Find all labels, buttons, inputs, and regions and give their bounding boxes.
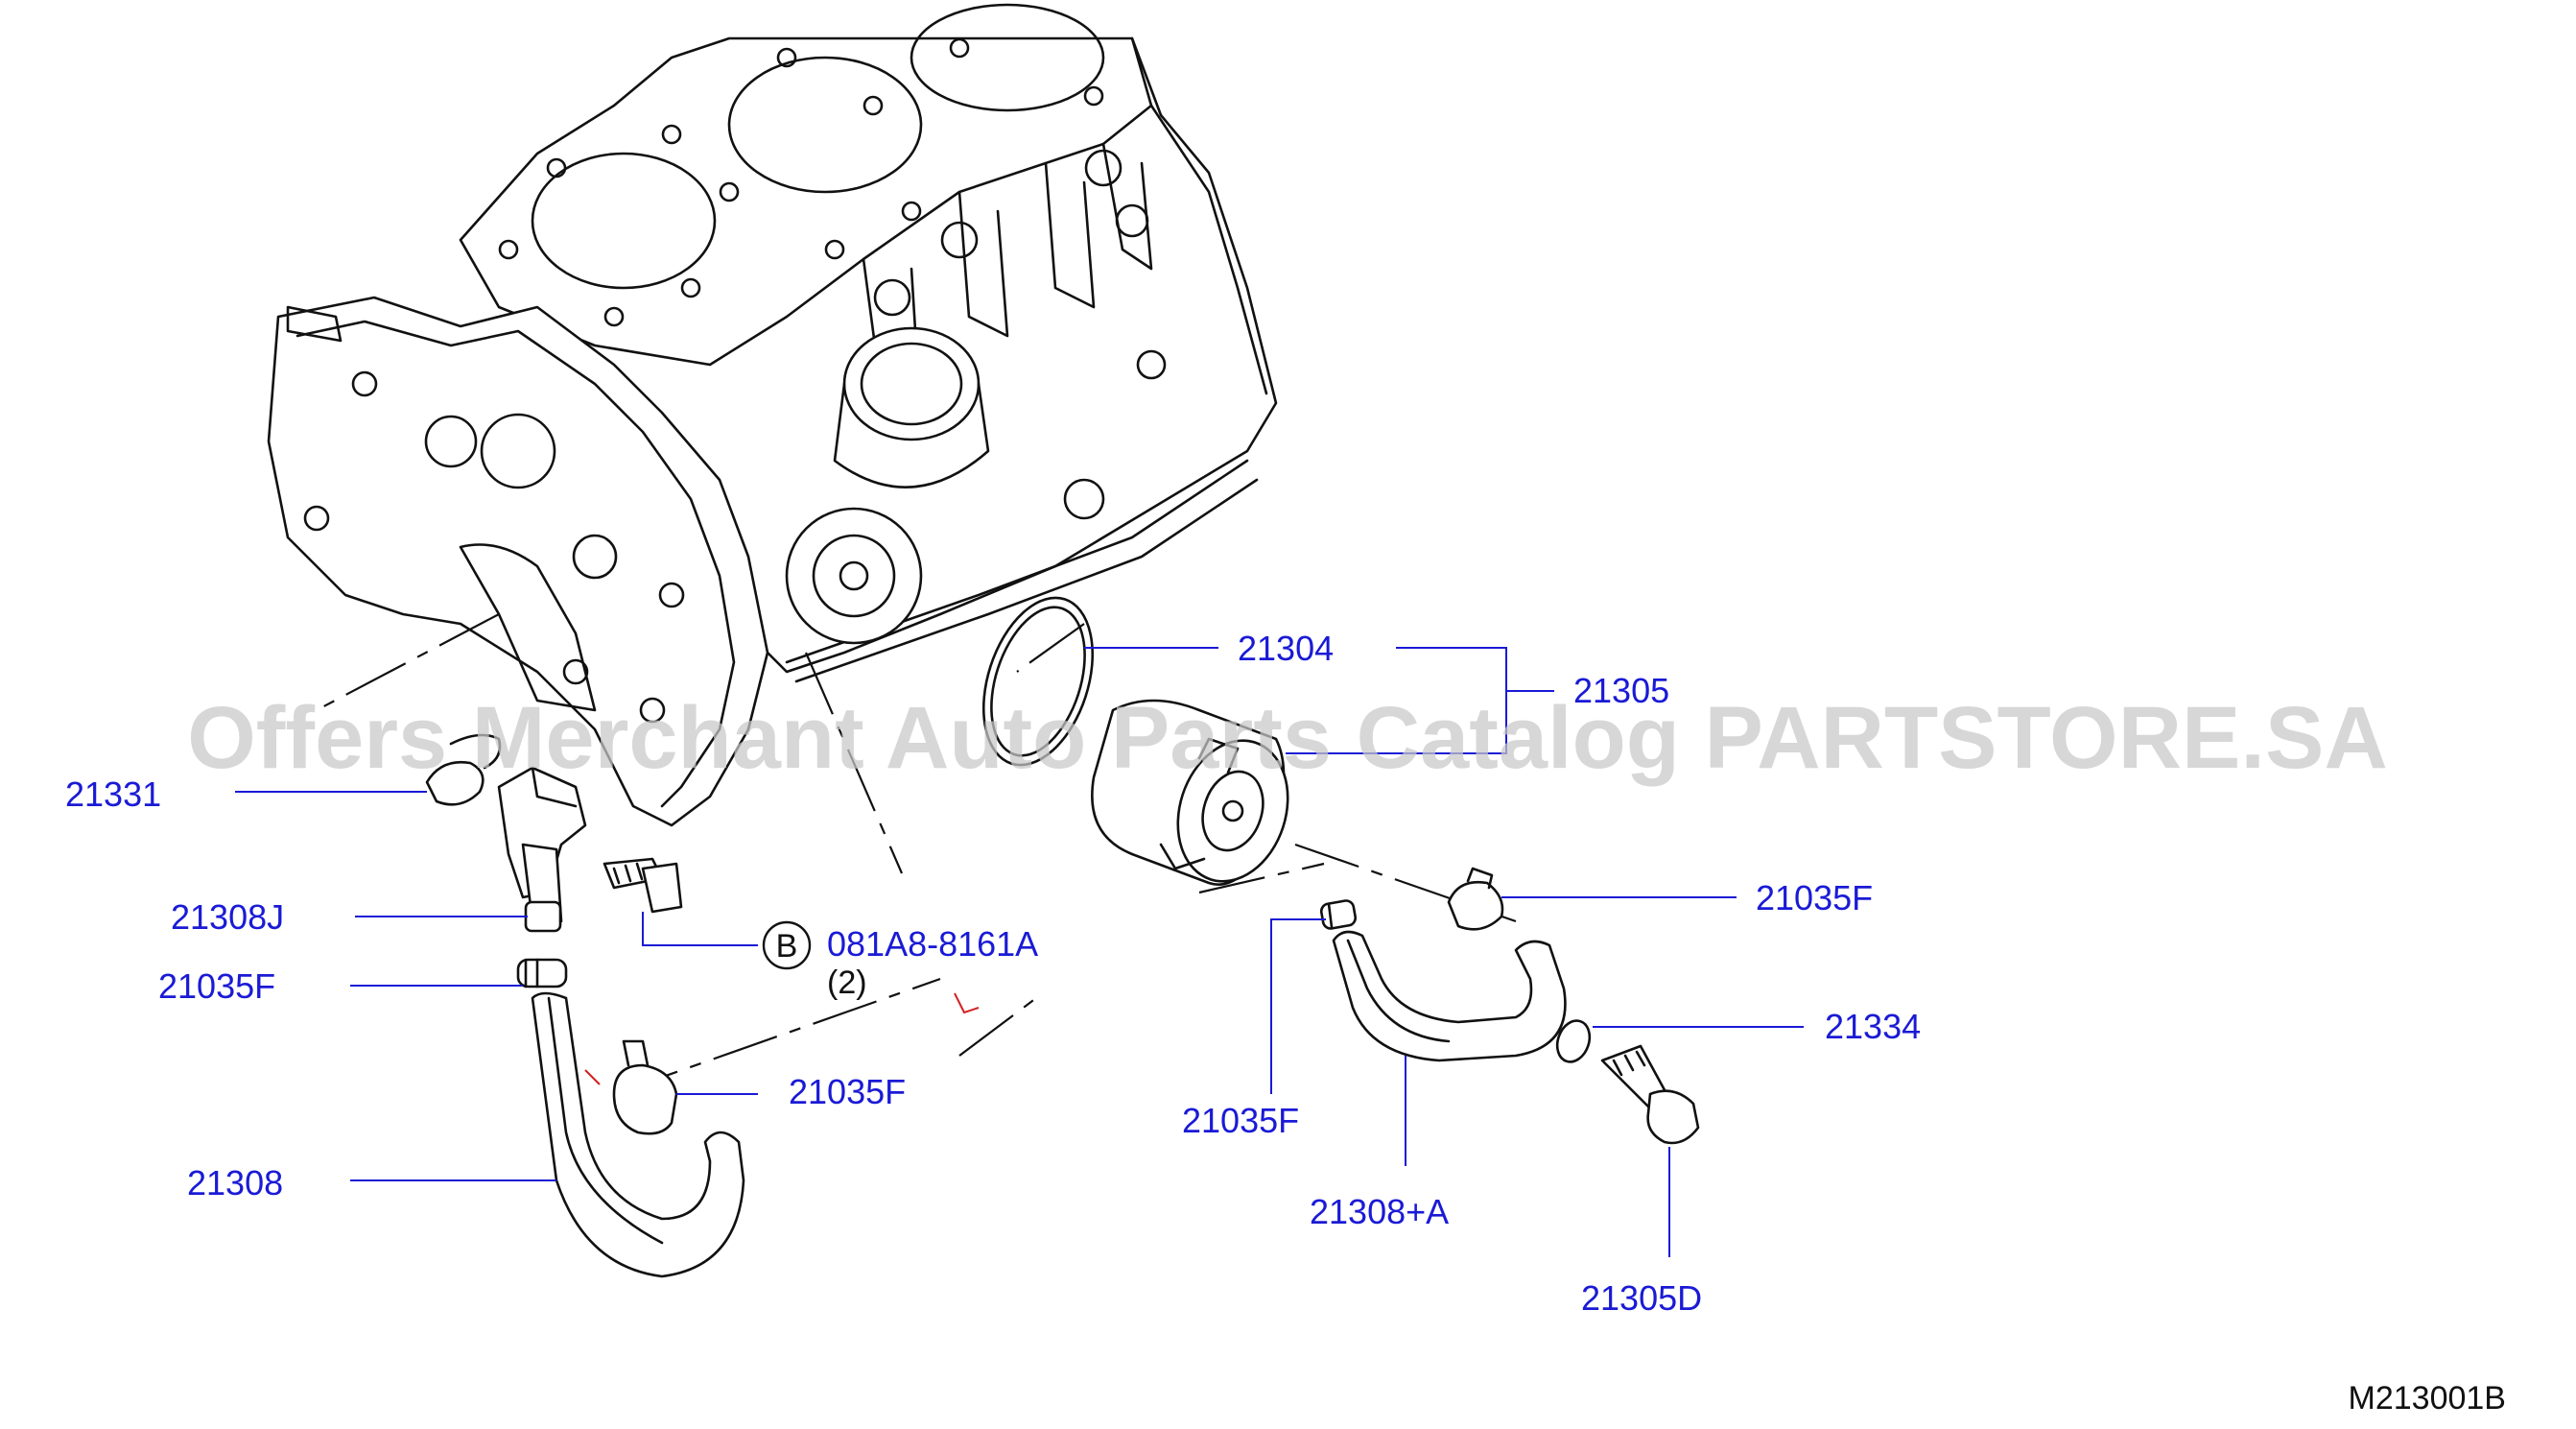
o-ring-21304 bbox=[981, 596, 1095, 767]
diagram-code: M213001B bbox=[2349, 1380, 2506, 1417]
hose-21308-A bbox=[1332, 930, 1567, 1062]
gasket-21331 bbox=[425, 733, 502, 806]
callout-21035F-left[interactable]: 21035F bbox=[158, 966, 275, 1006]
assembly-guide-lines bbox=[316, 613, 1517, 1096]
callout-081A8-8161A[interactable]: 081A8-8161A bbox=[827, 924, 1038, 964]
callout-21304[interactable]: 21304 bbox=[1238, 629, 1334, 668]
clamp-21035F-right-lower bbox=[1319, 899, 1358, 930]
callout-21308J[interactable]: 21308J bbox=[171, 897, 284, 937]
engine-block-drawing bbox=[267, 3, 1278, 827]
watermark: Offers Merchant Auto Parts Catalog PARTS… bbox=[187, 689, 2388, 787]
bolt-ref-badge[interactable]: B bbox=[762, 920, 812, 970]
clamp-21035F-left bbox=[516, 958, 568, 988]
clamp-21035F-lower bbox=[612, 1039, 678, 1135]
bolt-quantity: (2) bbox=[827, 965, 867, 1001]
callout-21308-A[interactable]: 21308+A bbox=[1310, 1192, 1449, 1231]
bolt-ref-symbol: B bbox=[776, 928, 798, 965]
oil-cooler-21305 bbox=[1091, 699, 1289, 886]
leader-lines bbox=[235, 647, 1804, 1257]
callout-21308[interactable]: 21308 bbox=[187, 1163, 283, 1203]
callout-21035F-lower[interactable]: 21035F bbox=[789, 1072, 906, 1111]
callout-21035F-lower-right[interactable]: 21035F bbox=[1182, 1101, 1299, 1140]
callout-21305D[interactable]: 21305D bbox=[1581, 1278, 1702, 1318]
clamp-21035F-right-upper bbox=[1447, 867, 1504, 931]
washer-21334 bbox=[1555, 1019, 1592, 1063]
callout-21035F-right[interactable]: 21035F bbox=[1756, 878, 1873, 917]
bolt-081A8-8161A bbox=[603, 857, 683, 914]
callout-21334[interactable]: 21334 bbox=[1825, 1007, 1921, 1046]
callout-21331[interactable]: 21331 bbox=[65, 774, 161, 814]
callout-21305[interactable]: 21305 bbox=[1573, 671, 1669, 710]
hose-21308 bbox=[531, 991, 745, 1278]
bolt-21305D bbox=[1600, 1044, 1700, 1145]
water-outlet-21308J bbox=[497, 766, 587, 933]
